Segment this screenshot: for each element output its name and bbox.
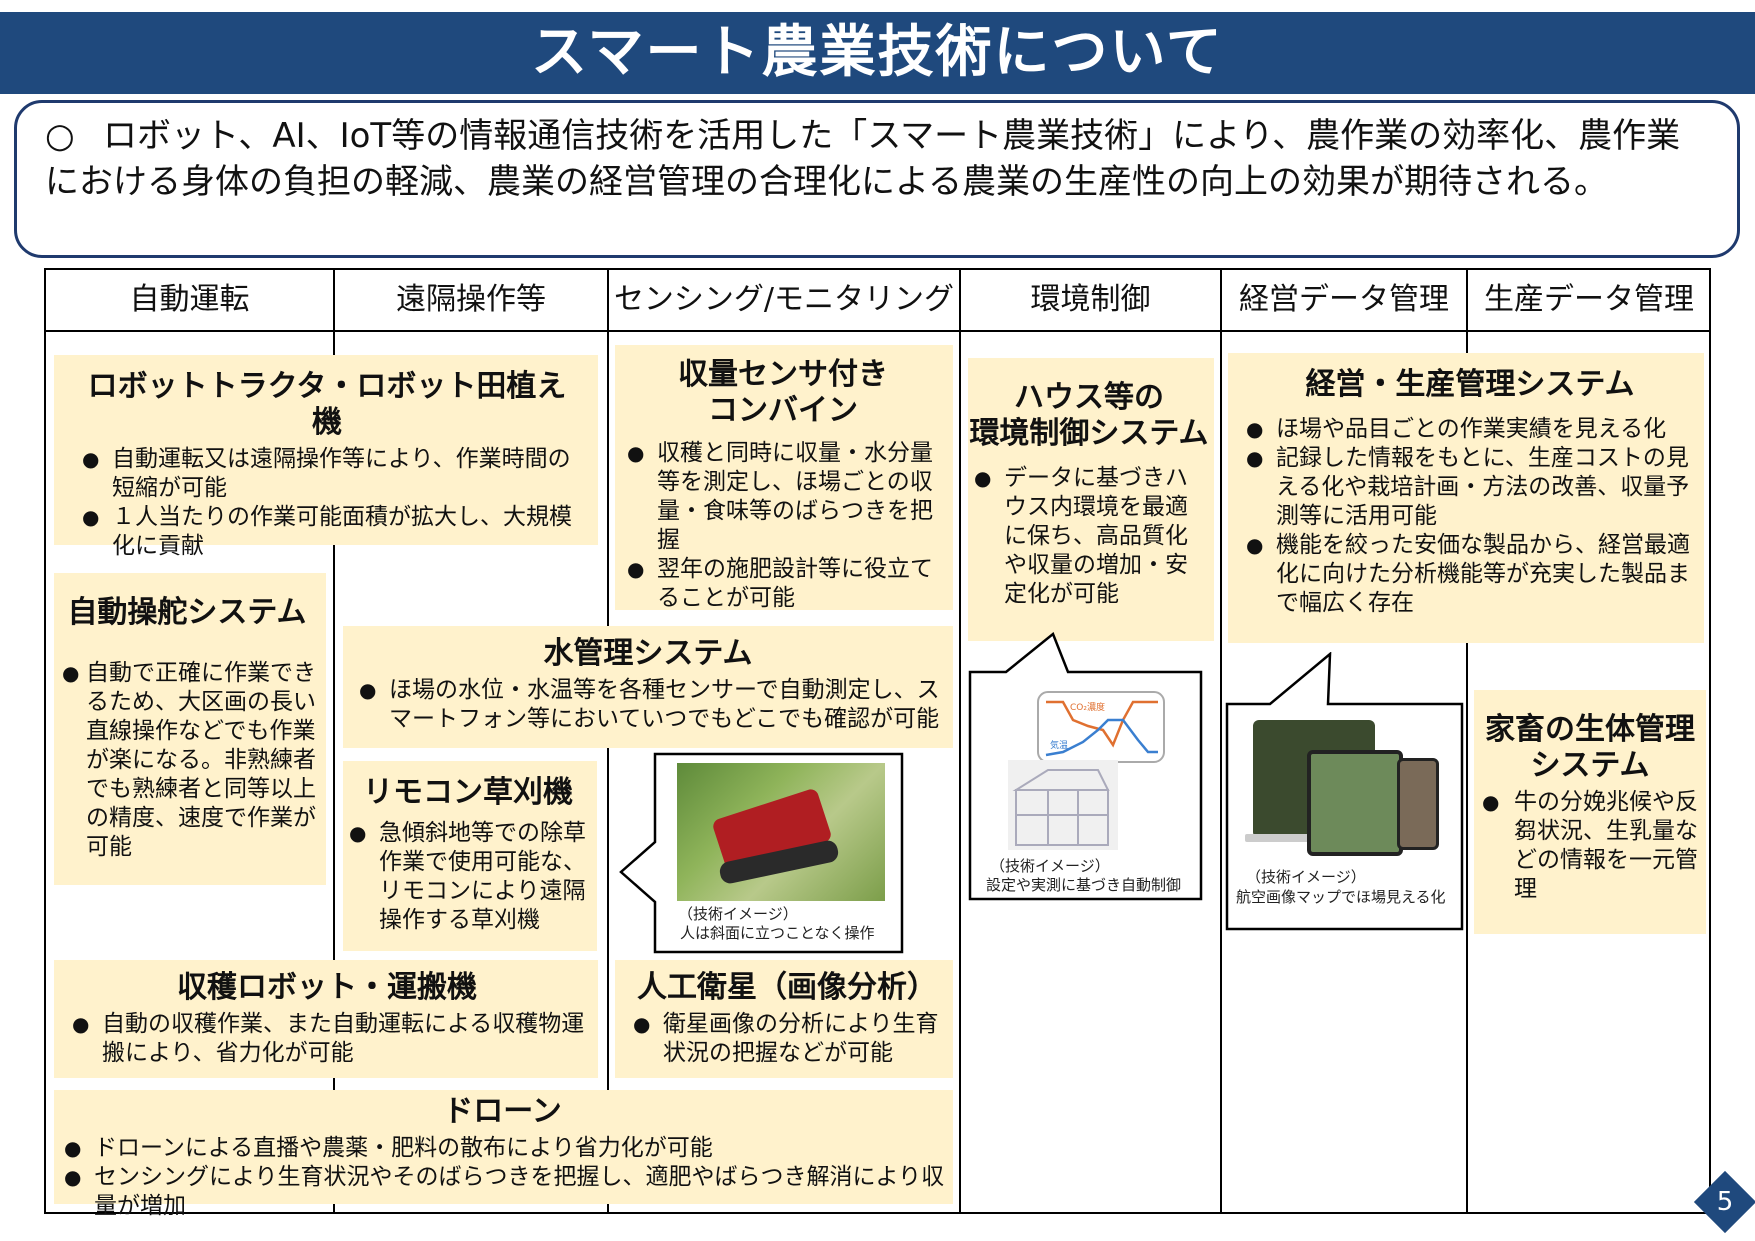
bullet-item: 機能を絞った安価な製品から、経営最適化に向けた分析機能等が充実した製品まで幅広く… (1240, 531, 1700, 618)
card-auto-steering: 自動操舵システム 自動で正確に作業できるため、大区画の長い直線操作などでも作業が… (54, 573, 326, 885)
circle-marker: ○ (45, 116, 75, 156)
bullet-item: センシングにより生育状況やそのばらつきを把握し、適肥やばらつき解消により収量が増… (58, 1163, 947, 1221)
card-robot-tractor: ロボットトラクタ・ロボット田植え機 自動運転又は遠隔操作等により、作業時間の短縮… (54, 355, 598, 559)
bullet-item: １人当たりの作業可能面積が拡大し、大規模化に貢献 (76, 503, 578, 561)
column-header-auto-driving: 自動運転 (129, 282, 250, 317)
map-devices-image (1245, 720, 1440, 856)
card-yield-combine: 収量センサ付き コンバイン 収穫と同時に収量・水分量等を測定し、ほ場ごとの収量・… (615, 345, 953, 613)
page-title: スマート農業技術について (0, 12, 1755, 94)
mower-caption: 人は斜面に立つことなく操作 (680, 924, 875, 942)
card-house-env-control: ハウス等の 環境制御システム データに基づきハウス内環境を最適に保ち、高品質化や… (968, 358, 1214, 641)
intro-text: ロボット、AI、IoT等の情報通信技術を活用した「スマート農業技術」により、農作… (45, 116, 1681, 202)
bullet-item: 牛の分娩兆候や反芻状況、生乳量などの情報を一元管理 (1476, 788, 1704, 904)
card-title: 経営・生産管理システム (1305, 367, 1635, 402)
card-title: ドローン (443, 1094, 562, 1129)
bullet-item: 収穫と同時に収量・水分量等を測定し、ほ場ごとの収量・食味等のばらつきを把握 (621, 439, 945, 555)
column-divider (1466, 268, 1468, 1214)
bullet-item: データに基づきハウス内環境を最適に保ち、高品質化や収量の増加・安定化が可能 (968, 464, 1210, 609)
card-title: ロボットトラクタ・ロボット田植え機 (87, 369, 567, 440)
column-header-sensing: センシング/モニタリング (613, 282, 955, 317)
card-title: 収穫ロボット・運搬機 (177, 970, 477, 1005)
bullet-item: 自動の収穫作業、また自動運転による収穫物運搬により、省力化が可能 (66, 1010, 588, 1068)
column-header-remote-operation: 遠隔操作等 (396, 282, 546, 317)
card-title-line2: システム (1530, 748, 1650, 783)
bullet-item: ほ場の水位・水温等を各種センサーで自動測定し、スマートフォン等においていつでもど… (353, 676, 943, 734)
greenhouse-caption-label: （技術イメージ） (990, 857, 1110, 875)
map-caption-label: （技術イメージ） (1246, 868, 1366, 886)
card-title-line1: ハウス等の (1014, 380, 1164, 415)
greenhouse-illustration: CO₂濃度 気温 (1008, 691, 1165, 850)
card-livestock-management: 家畜の生体管理 システム 牛の分娩兆候や反芻状況、生乳量などの情報を一元管理 (1474, 690, 1706, 934)
bullet-item: ほ場や品目ごとの作業実績を見える化 (1240, 415, 1700, 444)
card-remote-mower: リモコン草刈機 急傾斜地等での除草作業で使用可能な、リモコンにより遠隔操作する草… (343, 761, 597, 951)
card-mgmt-production-system: 経営・生産管理システム ほ場や品目ごとの作業実績を見える化 記録した情報をもとに… (1228, 353, 1704, 643)
card-title-line2: コンバイン (708, 393, 858, 428)
column-header-production-data: 生産データ管理 (1484, 282, 1694, 317)
svg-text:気温: 気温 (1050, 739, 1068, 751)
greenhouse-caption: 設定や実測に基づき自動制御 (986, 876, 1182, 894)
card-title: 自動操舵システム (67, 595, 307, 630)
card-water-management: 水管理システム ほ場の水位・水温等を各種センサーで自動測定し、スマートフォン等に… (343, 626, 953, 748)
column-divider (1220, 268, 1222, 1214)
card-title: 水管理システム (543, 636, 753, 671)
bullet-item: 自動運転又は遠隔操作等により、作業時間の短縮が可能 (76, 445, 578, 503)
bullet-item: ドローンによる直播や農薬・肥料の散布により省力化が可能 (58, 1134, 947, 1163)
column-divider (333, 268, 335, 1214)
header-divider (44, 330, 1711, 332)
card-title: リモコン草刈機 (363, 775, 573, 810)
bullet-item: 記録した情報をもとに、生産コストの見える化や栽培計画・方法の改善、収量予測等に活… (1240, 444, 1700, 531)
bullet-item: 翌年の施肥設計等に役立てることが可能 (621, 555, 945, 613)
bullet-item: 急傾斜地等での除草作業で使用可能な、リモコンにより遠隔操作する草刈機 (343, 819, 593, 935)
card-satellite: 人工衛星（画像分析） 衛星画像の分析により生育状況の把握などが可能 (615, 960, 953, 1078)
page-number: 5 (1716, 1187, 1734, 1217)
card-title-line2: 環境制御システム (969, 416, 1209, 451)
card-title-line1: 家畜の生体管理 (1485, 712, 1695, 747)
map-caption: 航空画像マップでほ場見える化 (1236, 888, 1446, 906)
column-header-env-control: 環境制御 (1030, 282, 1151, 317)
card-title: 人工衛星（画像分析） (637, 970, 937, 1005)
svg-text:CO₂濃度: CO₂濃度 (1070, 701, 1105, 713)
column-divider (959, 268, 961, 1214)
card-title-line1: 収量センサ付き (678, 357, 888, 392)
mower-caption-label: （技術イメージ） (678, 905, 798, 923)
card-drone: ドローン ドローンによる直播や農薬・肥料の散布により省力化が可能 センシングによ… (54, 1090, 953, 1219)
mower-photo (677, 763, 885, 901)
column-header-mgmt-data: 経営データ管理 (1239, 282, 1449, 317)
intro-box: ○ロボット、AI、IoT等の情報通信技術を活用した「スマート農業技術」により、農… (14, 100, 1740, 258)
bullet-item: 自動で正確に作業できるため、大区画の長い直線操作などでも作業が楽になる。非熟練者… (56, 659, 318, 862)
card-harvest-robot: 収穫ロボット・運搬機 自動の収穫作業、また自動運転による収穫物運搬により、省力化… (54, 960, 598, 1078)
bullet-item: 衛星画像の分析により生育状況の把握などが可能 (627, 1010, 947, 1068)
